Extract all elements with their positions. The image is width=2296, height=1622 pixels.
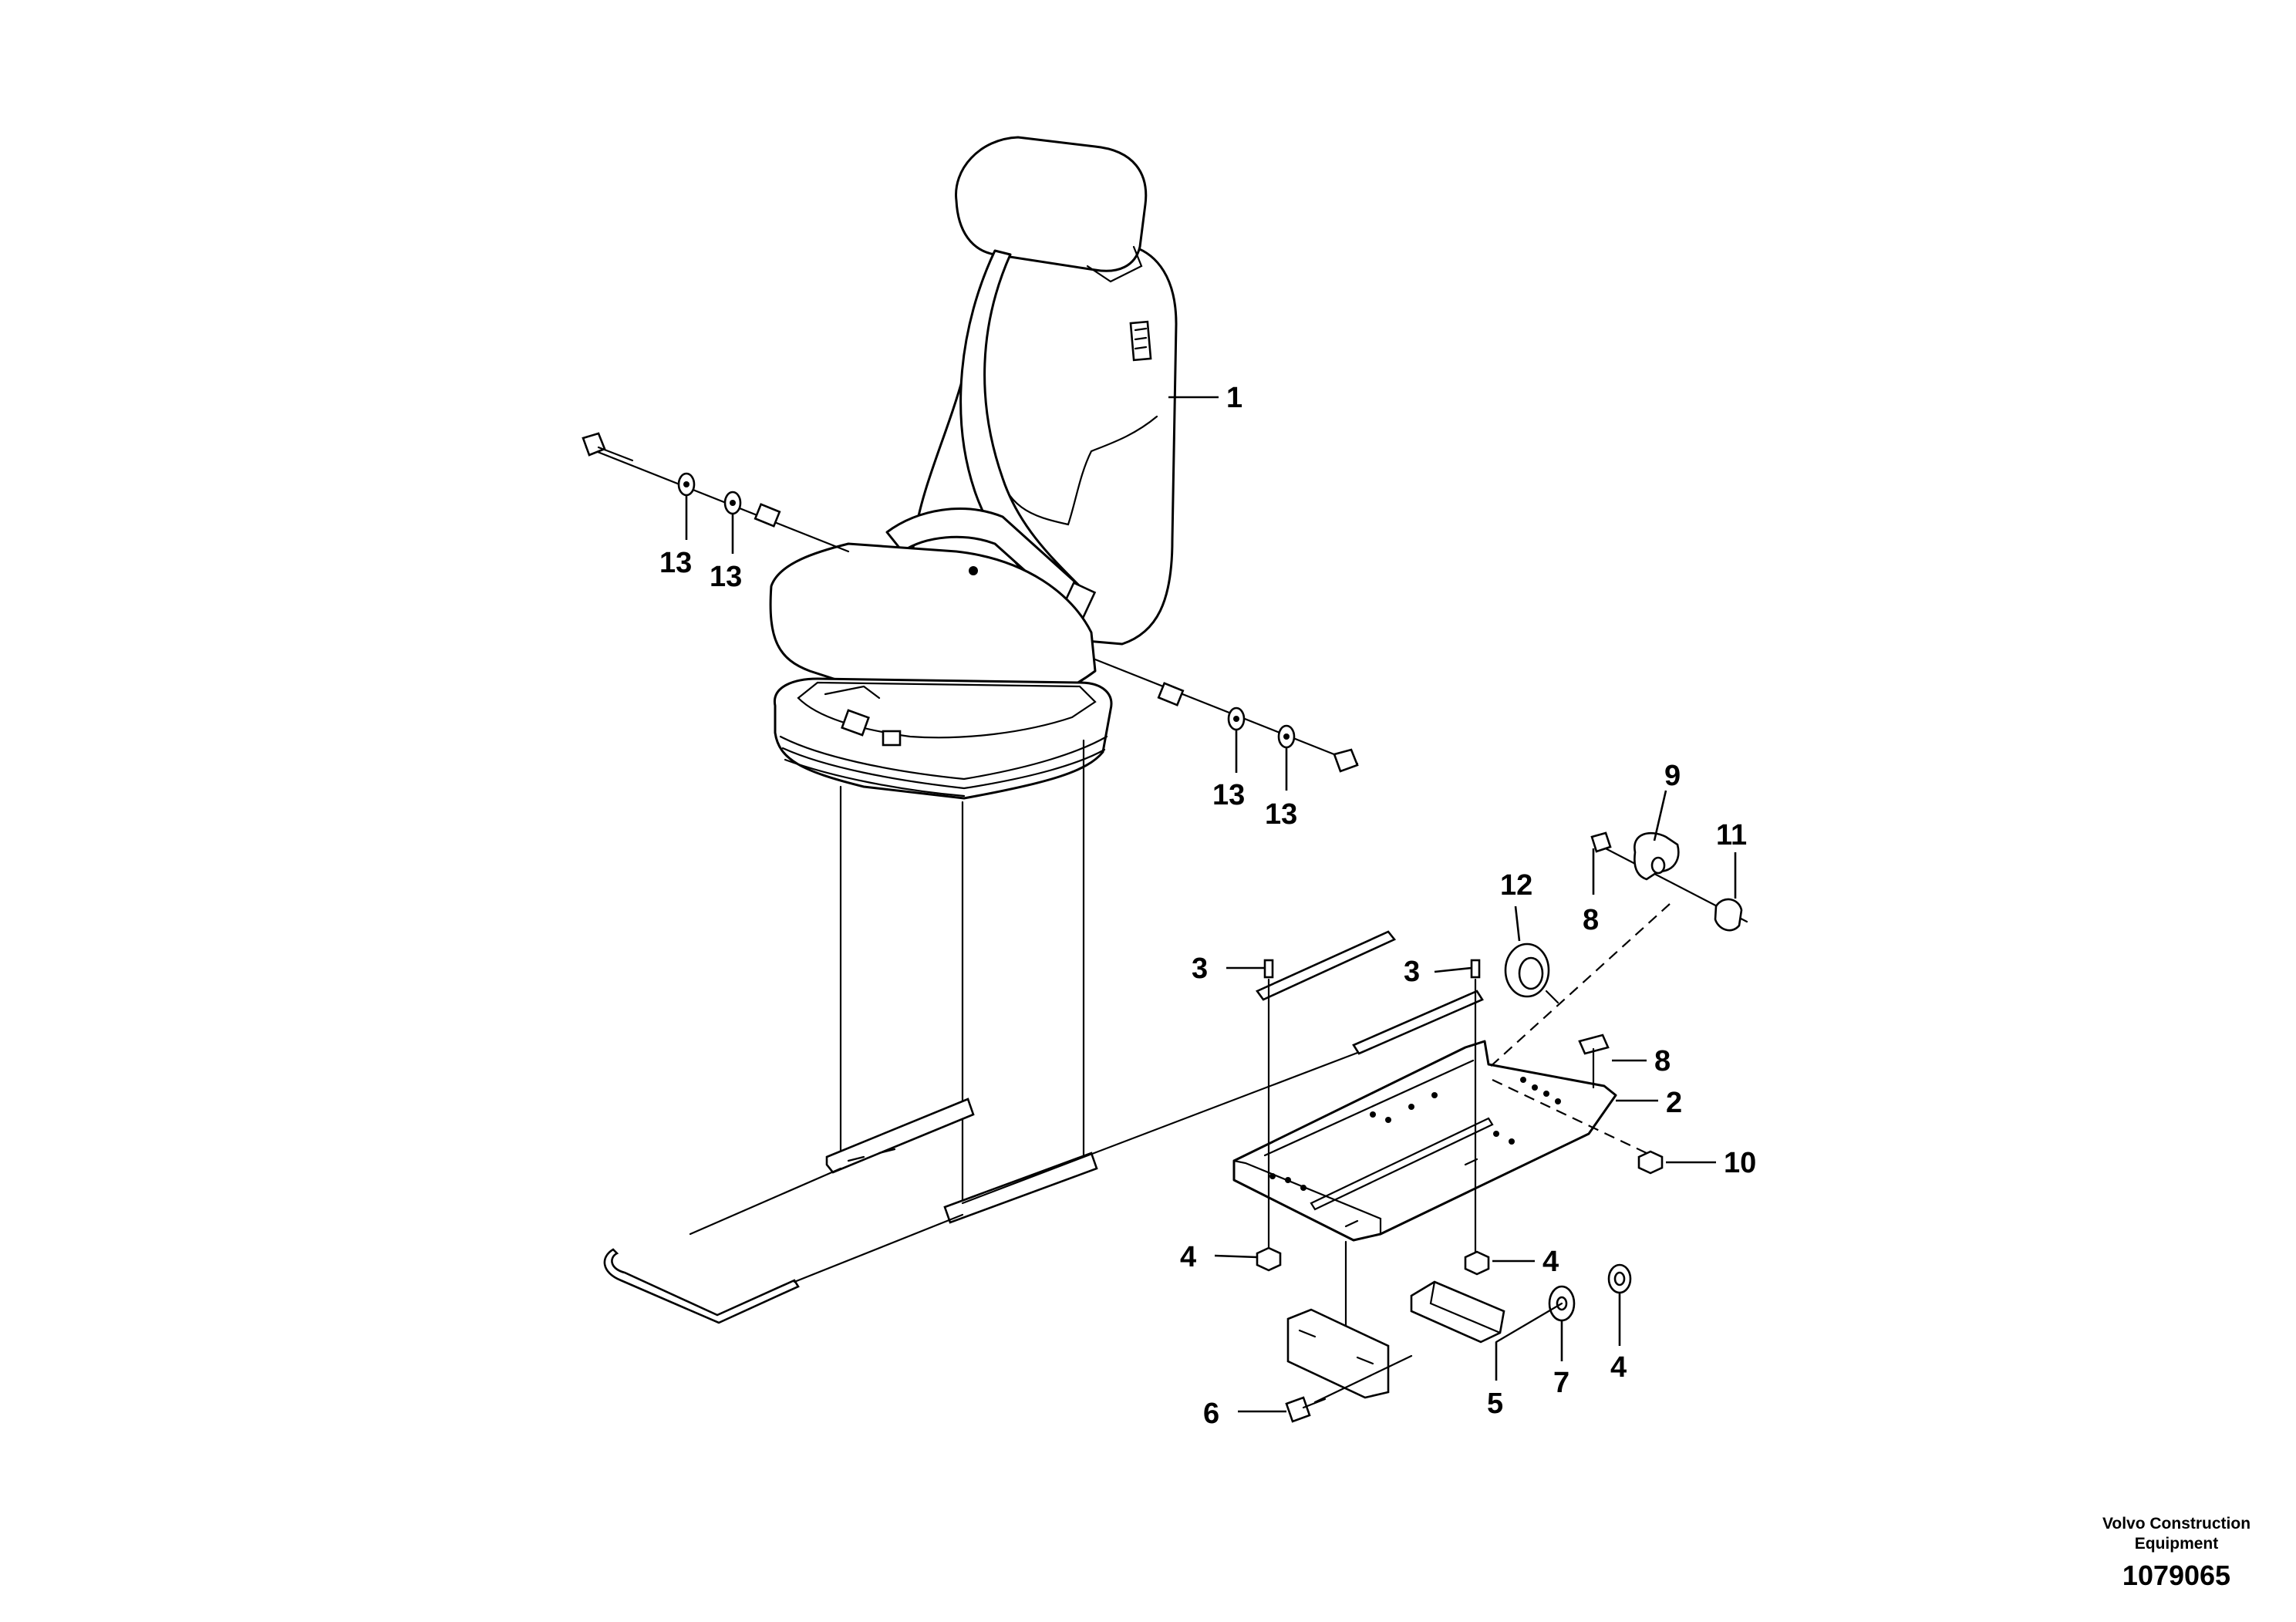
spacer-left — [754, 503, 781, 528]
brand-line-1: Volvo Construction — [2102, 1515, 2250, 1533]
screw-3-right — [1470, 959, 1481, 979]
callout-5: 5 — [1487, 1388, 1503, 1420]
headrest-post — [1086, 245, 1143, 283]
bracket-5 — [1410, 1280, 1505, 1344]
bolt-8-upper — [1590, 831, 1612, 853]
callout-4-right: 4 — [1610, 1351, 1627, 1384]
suspension-frame — [797, 681, 1097, 739]
callout-1: 1 — [1226, 382, 1242, 414]
clip-9 — [1633, 831, 1680, 881]
callout-11: 11 — [1716, 819, 1747, 851]
bolt-right — [1333, 748, 1359, 773]
callout-7: 7 — [1553, 1367, 1569, 1399]
right-bolt-stack — [1094, 658, 1359, 773]
nut-4-left — [1256, 1246, 1282, 1272]
mounting-plate — [1232, 1040, 1617, 1344]
callout-10: 10 — [1724, 1147, 1756, 1179]
callout-12: 12 — [1500, 869, 1532, 902]
callout-13-a: 13 — [659, 547, 692, 579]
callout-8-lower: 8 — [1654, 1045, 1671, 1077]
seat-assembly — [769, 136, 1178, 1205]
bail-handle — [603, 1248, 800, 1324]
rail-mount-left — [825, 1098, 975, 1174]
backrest-label-plate — [1129, 320, 1152, 362]
bracket-6-mount — [1286, 1308, 1390, 1399]
callout-labels: 1 2 3 3 4 4 4 5 6 7 8 8 9 10 11 12 13 13… — [659, 382, 1756, 1430]
figure-number: 1079065 — [2122, 1560, 2230, 1591]
plate-body — [1232, 1040, 1617, 1242]
callout-13-d: 13 — [1265, 798, 1297, 831]
rail-upper-2 — [1352, 990, 1484, 1055]
seat-cushion — [769, 542, 1097, 723]
spacer-right — [1157, 682, 1185, 706]
callout-6: 6 — [1203, 1398, 1219, 1430]
suspension-lever — [841, 709, 870, 737]
callout-8-upper: 8 — [1583, 904, 1599, 936]
callout-3-left: 3 — [1192, 953, 1208, 985]
dashed-guide-upper — [1488, 903, 1671, 1069]
rail-mount-right — [943, 1152, 1098, 1224]
screw-3-left — [1263, 959, 1274, 979]
seat-headrest — [955, 136, 1148, 272]
brand-line-2: Equipment — [2135, 1535, 2219, 1553]
footer-brand: Volvo Construction Equipment 1079065 — [2102, 1515, 2250, 1591]
callout-3-right: 3 — [1404, 956, 1420, 988]
callout-13-b: 13 — [710, 561, 742, 593]
leader-lines — [685, 396, 1737, 1413]
rail-upper-1 — [1256, 930, 1397, 1001]
callout-4-left: 4 — [1180, 1241, 1196, 1273]
bolt-8-lower — [1578, 1034, 1610, 1055]
small-parts — [1256, 831, 1748, 1423]
callout-9: 9 — [1664, 760, 1681, 792]
callout-2: 2 — [1666, 1087, 1682, 1119]
nut-4-center — [1464, 1250, 1490, 1276]
callout-13-c: 13 — [1212, 779, 1245, 811]
nut-10 — [1637, 1150, 1664, 1175]
dashed-guide-lower — [1492, 1079, 1647, 1154]
callout-4-center: 4 — [1542, 1246, 1559, 1278]
slide-rails — [603, 930, 1484, 1324]
bolt-left — [582, 432, 606, 457]
bolt-6 — [1285, 1396, 1311, 1423]
cushion-rivet — [969, 566, 978, 575]
seat-base — [774, 677, 1113, 800]
nut-11 — [1714, 898, 1743, 932]
left-bolt-stack — [582, 432, 850, 553]
